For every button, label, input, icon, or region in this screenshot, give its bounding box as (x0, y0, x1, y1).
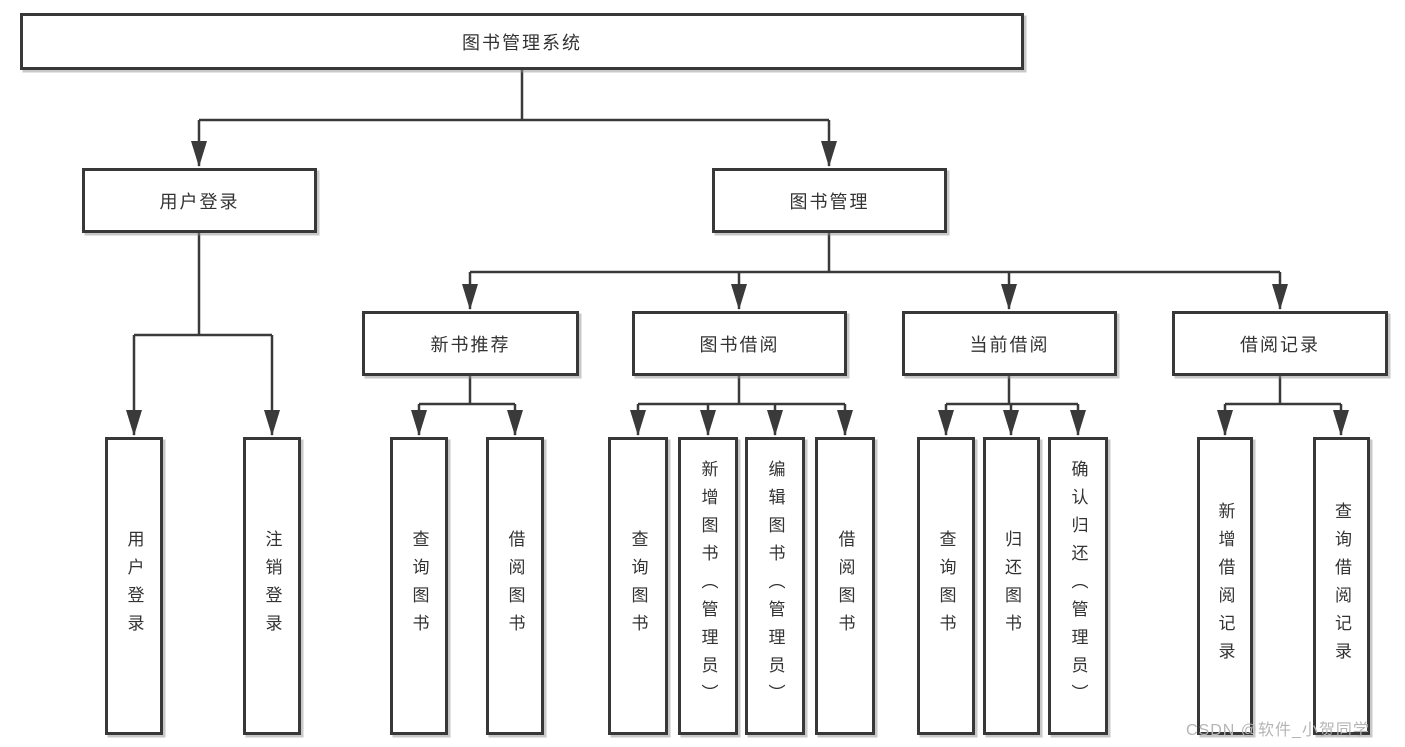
node-label: 当前借阅 (969, 334, 1050, 355)
node-label: 图书管理系统 (462, 32, 582, 53)
leaf-confirm-return-admin: 确认归还（管理员） (1048, 437, 1108, 735)
node-label: 编辑图书（管理员） (765, 460, 785, 712)
node-borrowing-records: 借阅记录 (1172, 311, 1388, 376)
node-label: 归还图书 (1002, 530, 1021, 642)
leaf-return-books: 归还图书 (983, 437, 1040, 735)
node-label: 查询图书 (936, 530, 956, 642)
node-library-management-system: 图书管理系统 (20, 13, 1024, 70)
node-label: 用户登录 (159, 191, 240, 212)
leaf-query-borrow-record: 查询借阅记录 (1313, 437, 1370, 735)
leaf-user-login: 用户登录 (105, 437, 163, 735)
node-current-borrowing: 当前借阅 (902, 311, 1117, 376)
node-book-borrowing: 图书借阅 (632, 311, 847, 376)
leaf-logout-login: 注销登录 (243, 437, 301, 735)
leaf-query-books-3: 查询图书 (917, 437, 975, 735)
leaf-borrow-books-2: 借阅图书 (815, 437, 875, 735)
node-label: 新书推荐 (430, 334, 511, 355)
node-label: 确认归还（管理员） (1068, 460, 1088, 712)
node-label: 新增借阅记录 (1215, 502, 1235, 670)
node-label: 图书借阅 (699, 334, 780, 355)
node-label: 查询借阅记录 (1332, 502, 1351, 670)
node-label: 新增图书（管理员） (698, 460, 718, 712)
leaf-add-books-admin: 新增图书（管理员） (678, 437, 738, 735)
leaf-query-books-2: 查询图书 (608, 437, 668, 735)
node-label: 图书管理 (789, 191, 870, 212)
node-book-management: 图书管理 (712, 168, 947, 233)
node-label: 注销登录 (262, 530, 282, 642)
node-label: 用户登录 (124, 530, 144, 642)
leaf-borrow-books-1: 借阅图书 (486, 437, 544, 735)
node-user-login: 用户登录 (82, 168, 317, 233)
node-label: 借阅记录 (1240, 334, 1320, 355)
node-new-book-recommend: 新书推荐 (362, 311, 579, 376)
node-label: 查询图书 (409, 530, 429, 642)
node-label: 借阅图书 (835, 530, 855, 642)
leaf-edit-books-admin: 编辑图书（管理员） (745, 437, 805, 735)
node-label: 借阅图书 (505, 530, 525, 642)
node-label: 查询图书 (628, 530, 648, 642)
csdn-watermark: CSDN @软件_小贺同学 (1186, 722, 1370, 739)
leaf-add-borrow-record: 新增借阅记录 (1197, 437, 1253, 735)
leaf-query-books-1: 查询图书 (390, 437, 448, 735)
